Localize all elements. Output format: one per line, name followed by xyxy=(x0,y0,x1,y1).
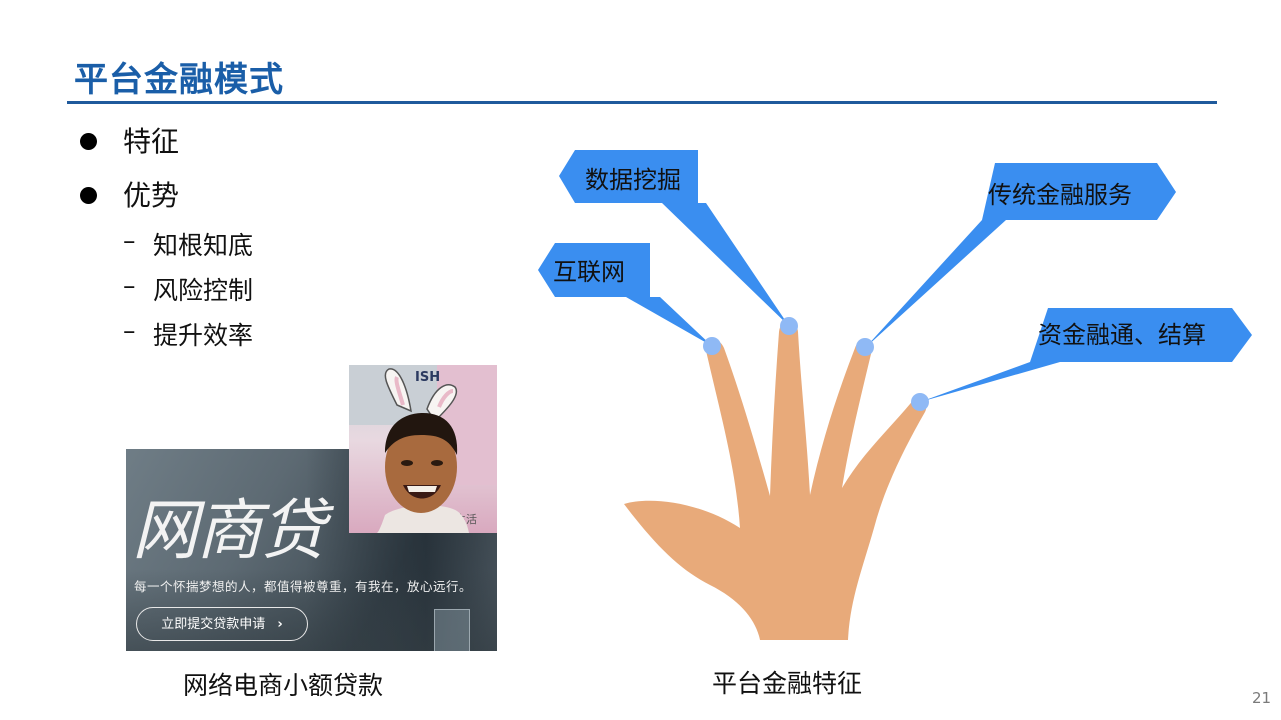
portrait-illustration: ISH 生活 xyxy=(349,365,497,533)
dash-marker: – xyxy=(123,271,136,300)
apply-loan-button[interactable]: 立即提交贷款申请 › xyxy=(136,607,308,641)
dash-marker: – xyxy=(123,316,136,345)
callout-shape xyxy=(865,163,1176,348)
banner-headline: 网商贷 xyxy=(132,492,326,569)
slide-title: 平台金融模式 xyxy=(74,60,284,100)
title-underline xyxy=(67,101,1217,104)
fingertip-marker xyxy=(911,393,929,411)
callout-shape xyxy=(538,243,712,346)
glass-decoration xyxy=(434,609,470,651)
callout-label: 传统金融服务 xyxy=(988,181,1132,209)
callout-label: 资金融通、结算 xyxy=(1038,321,1206,349)
fingertip-marker xyxy=(780,317,798,335)
callout-shape xyxy=(559,150,789,326)
dash-marker: – xyxy=(123,226,136,255)
chevron-right-icon: › xyxy=(277,617,283,632)
caption-left: 网络电商小额贷款 xyxy=(183,671,384,700)
sub-bullet-label: 风险控制 xyxy=(153,276,254,305)
portrait-photo: ISH 生活 xyxy=(349,365,497,533)
bullet-label: 优势 xyxy=(123,179,180,212)
hand-shape xyxy=(624,321,927,640)
banner-shade xyxy=(126,569,497,651)
bullet-label: 特征 xyxy=(123,125,180,158)
callout-shape xyxy=(920,308,1252,402)
bullet-dot-icon xyxy=(80,133,97,150)
fingertip-marker xyxy=(856,338,874,356)
callout-label: 互联网 xyxy=(553,258,625,286)
fingertip-marker xyxy=(703,337,721,355)
sign-text: ISH xyxy=(415,370,440,385)
bullet-dot-icon xyxy=(80,187,97,204)
callout-label: 数据挖掘 xyxy=(585,166,681,194)
sub-bullet-label: 知根知底 xyxy=(153,231,254,260)
caption-right: 平台金融特征 xyxy=(712,669,863,698)
page-number: 21 xyxy=(1252,689,1272,707)
banner-slogan: 每一个怀揣梦想的人，都值得被尊重，有我在，放心远行。 xyxy=(134,579,473,594)
sub-bullet-label: 提升效率 xyxy=(153,321,254,350)
apply-loan-label: 立即提交贷款申请 xyxy=(161,617,266,632)
